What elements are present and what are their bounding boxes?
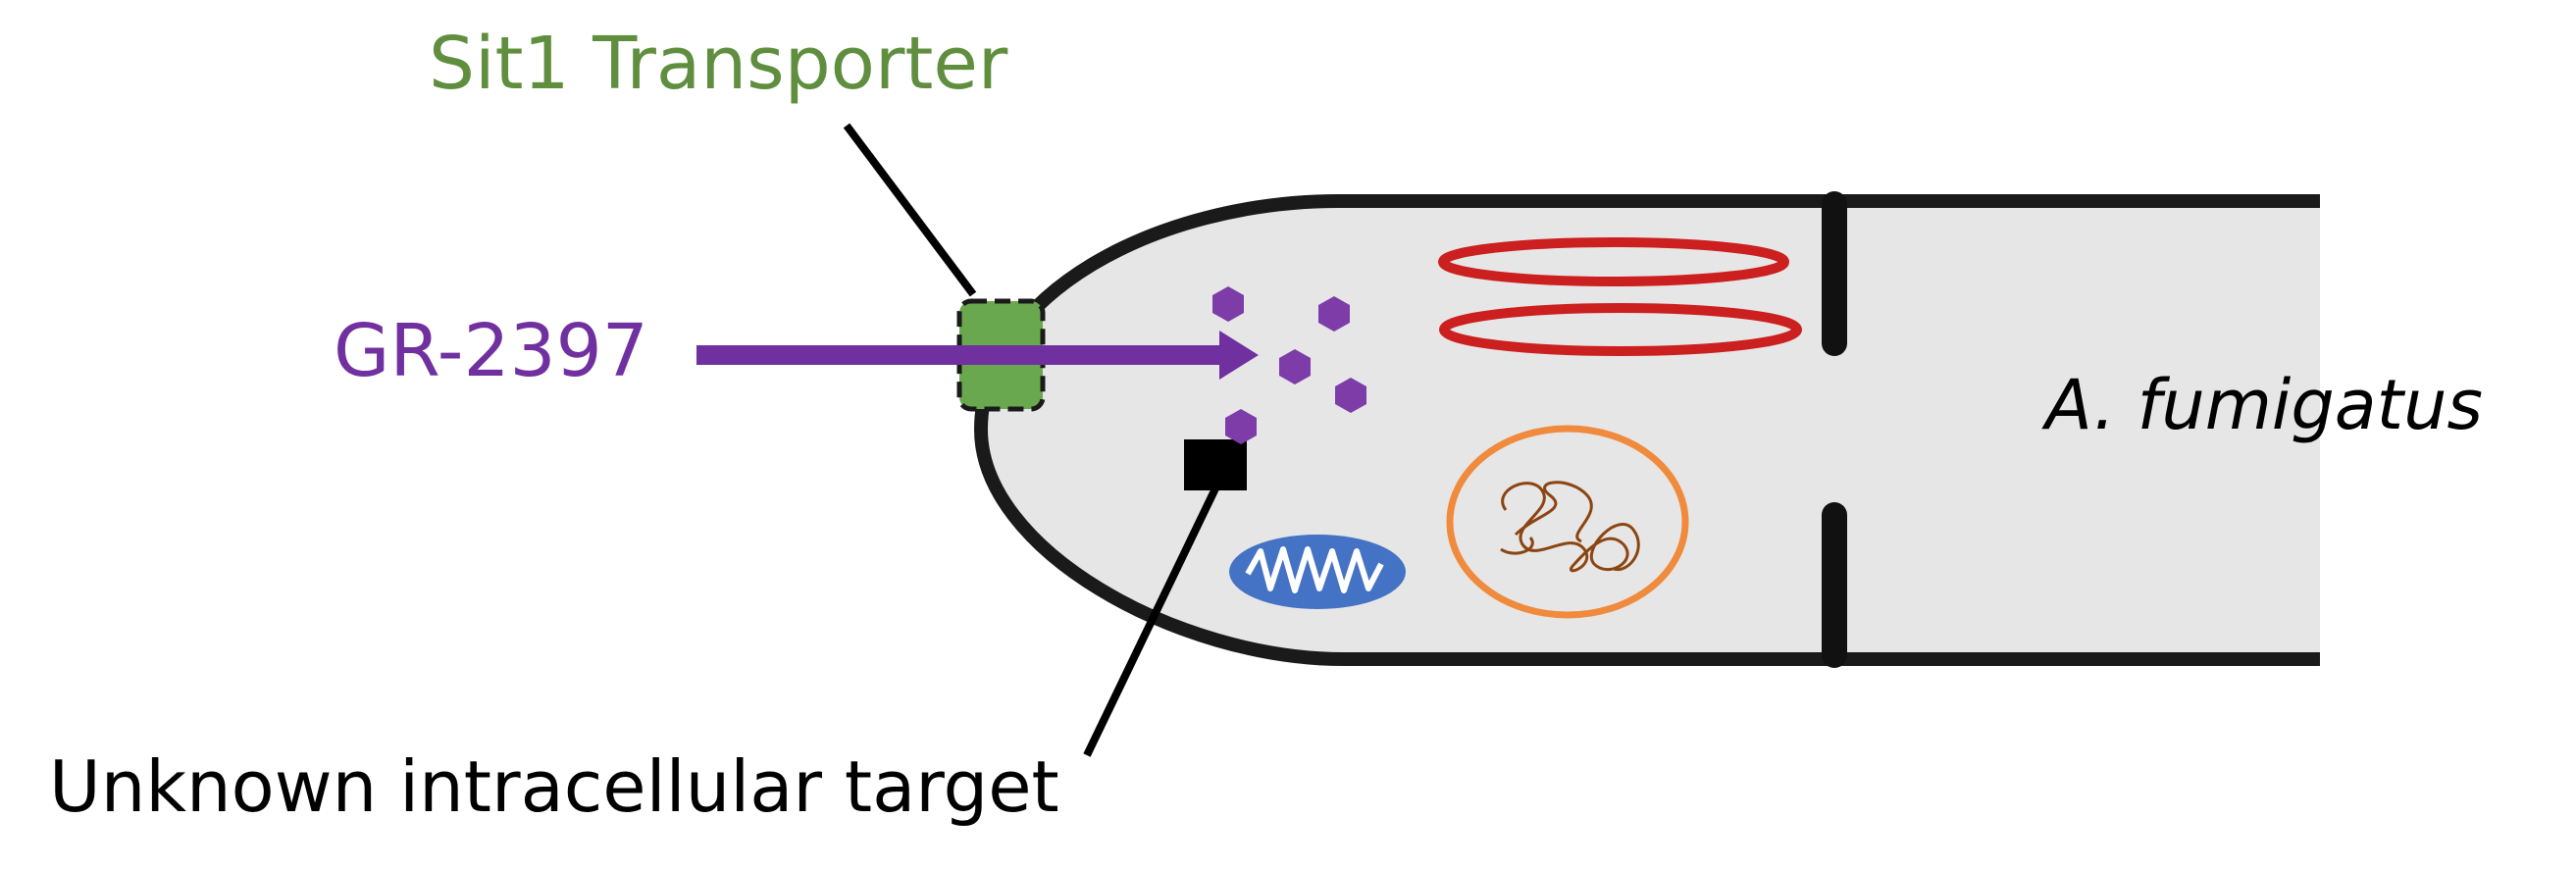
molecule bbox=[1225, 409, 1257, 444]
gr-2397-molecules bbox=[1212, 286, 1366, 444]
endoplasmic-reticulum-icon bbox=[1438, 237, 1802, 356]
dna-icon bbox=[1500, 481, 1640, 573]
sit1-transporter-label: Sit1 Transporter bbox=[429, 22, 1008, 106]
molecule bbox=[1279, 349, 1311, 384]
molecule bbox=[1335, 378, 1366, 413]
gr-2397-label: GR-2397 bbox=[334, 309, 648, 393]
mitochondrion-icon bbox=[1229, 535, 1406, 609]
cell-wall bbox=[974, 194, 2320, 666]
intracellular-target-label: Unknown intracellular target bbox=[49, 745, 1059, 828]
molecule bbox=[1212, 286, 1244, 322]
target-leader-line bbox=[1083, 485, 1220, 757]
molecule bbox=[1318, 296, 1350, 332]
transporter-leader-line bbox=[843, 123, 977, 297]
gr-2397-arrow bbox=[696, 331, 1259, 380]
species-label: A. fumigatus bbox=[2045, 365, 2483, 445]
nucleus-icon bbox=[1446, 425, 1689, 619]
intracellular-target bbox=[1184, 439, 1247, 490]
